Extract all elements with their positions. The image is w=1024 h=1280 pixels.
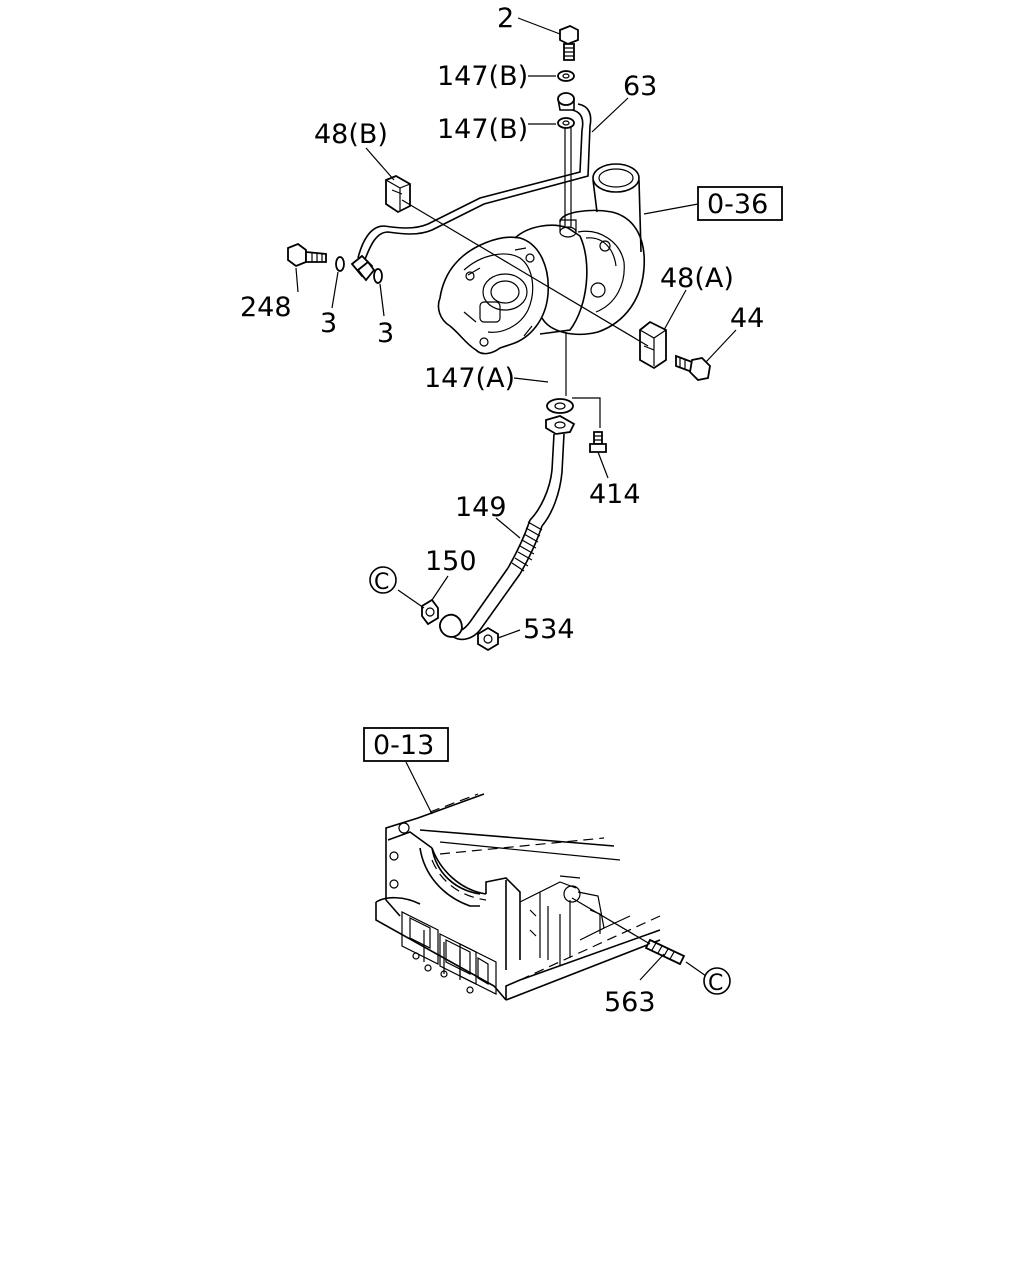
callout-248: 248 bbox=[240, 292, 292, 323]
callout-3-left: 3 bbox=[320, 308, 337, 339]
reference-circle-c-bottom bbox=[703, 967, 731, 995]
reference-box-0-36 bbox=[697, 186, 783, 221]
callout-563: 563 bbox=[604, 987, 656, 1018]
callout-150: 150 bbox=[425, 546, 477, 577]
washer-147b-top bbox=[557, 70, 575, 82]
reference-circle-c-top bbox=[369, 566, 397, 594]
callout-147a: 147(A) bbox=[424, 363, 515, 394]
leader-lines bbox=[295, 17, 737, 981]
callout-63: 63 bbox=[623, 71, 657, 102]
washer-3-left bbox=[335, 256, 345, 272]
gasket-147a bbox=[546, 398, 574, 414]
callout-3-right: 3 bbox=[377, 318, 394, 349]
callout-534: 534 bbox=[523, 614, 575, 645]
bolt-414 bbox=[589, 431, 607, 453]
cylinder-block bbox=[375, 793, 661, 1001]
callout-414: 414 bbox=[589, 479, 641, 510]
callout-0-36: 0-36 bbox=[707, 189, 768, 220]
callout-48b: 48(B) bbox=[314, 119, 388, 150]
callout-147b-mid: 147(B) bbox=[437, 114, 528, 145]
bolt-2 bbox=[559, 25, 579, 61]
bolt-44 bbox=[675, 354, 711, 381]
gasket-150 bbox=[421, 598, 439, 626]
callout-ref-c-top: C bbox=[374, 570, 389, 595]
callout-147b-top: 147(B) bbox=[437, 61, 528, 92]
callout-48a: 48(A) bbox=[660, 263, 734, 294]
callout-2: 2 bbox=[497, 3, 514, 34]
oil-feed-pipe bbox=[350, 92, 592, 282]
clip-48a bbox=[639, 320, 667, 370]
callout-ref-c-bottom: C bbox=[708, 971, 723, 996]
washer-3-right bbox=[373, 268, 383, 284]
reference-box-0-13 bbox=[363, 727, 449, 762]
oil-return-pipe bbox=[439, 332, 601, 641]
washer-147b-mid bbox=[557, 117, 575, 129]
bolt-248 bbox=[287, 242, 327, 268]
nut-534 bbox=[477, 626, 499, 652]
callout-44: 44 bbox=[730, 303, 764, 334]
stud-563 bbox=[571, 897, 686, 966]
clip-48b bbox=[385, 175, 411, 214]
callout-149: 149 bbox=[455, 492, 507, 523]
callout-0-13: 0-13 bbox=[373, 730, 434, 761]
